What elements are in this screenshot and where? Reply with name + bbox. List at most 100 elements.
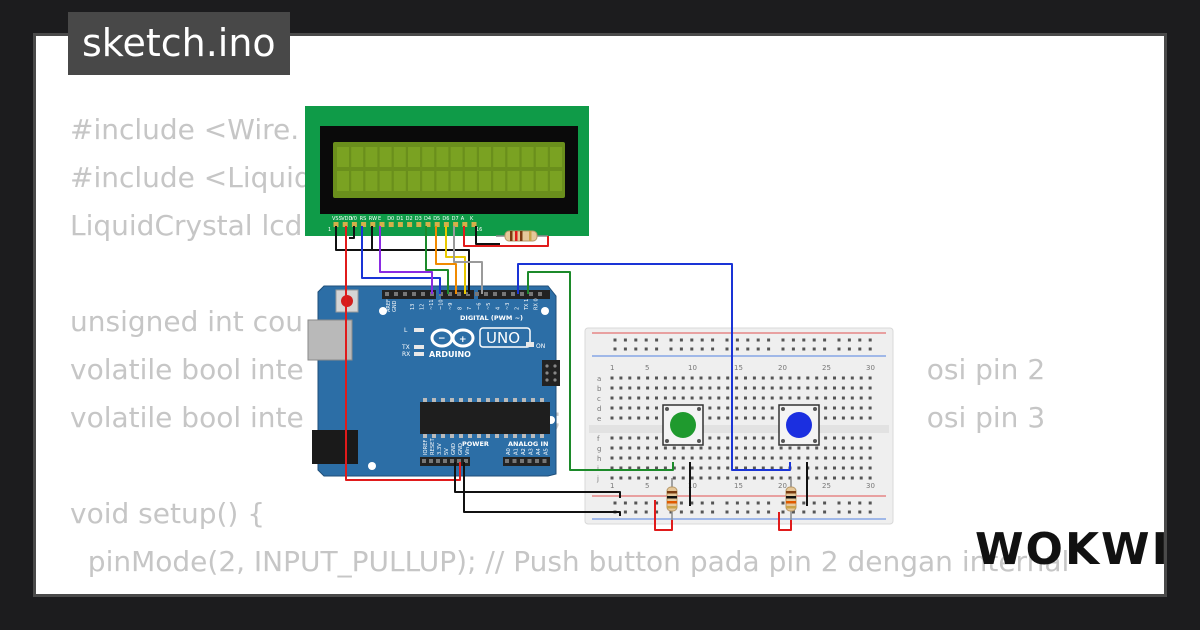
lcd-cell xyxy=(493,171,506,191)
header-pin[interactable] xyxy=(457,292,461,296)
lcd-pin[interactable] xyxy=(379,222,385,227)
lcd-pin[interactable] xyxy=(462,222,468,227)
wire-red-bb[interactable] xyxy=(654,500,673,531)
wire-red-backlight[interactable] xyxy=(463,226,549,247)
analog-pin[interactable] xyxy=(512,459,517,463)
power-pin[interactable] xyxy=(450,459,454,463)
tx-label: TX xyxy=(401,344,410,351)
lcd-pin[interactable] xyxy=(453,222,459,227)
header-pin[interactable] xyxy=(493,292,497,296)
lcd-cell xyxy=(436,147,449,167)
wire-black-v0[interactable] xyxy=(349,226,355,239)
lcd-pin[interactable] xyxy=(443,222,449,227)
wire-black-gnd-1[interactable] xyxy=(454,462,621,498)
lcd-pin[interactable] xyxy=(370,222,376,227)
header-pin[interactable] xyxy=(448,292,452,296)
power-pin-label: GND xyxy=(451,443,457,455)
analog-pin[interactable] xyxy=(527,459,532,463)
lcd-pin[interactable] xyxy=(388,222,394,227)
digital-pin-label: 7 xyxy=(467,307,473,310)
wire-red-5v[interactable] xyxy=(345,226,461,481)
resistor-1[interactable] xyxy=(666,478,678,520)
wire-orange-d5[interactable] xyxy=(435,226,457,294)
analog-pin[interactable] xyxy=(542,459,547,463)
header-pin[interactable] xyxy=(412,292,416,296)
header-pin[interactable] xyxy=(520,292,524,296)
power-pin[interactable] xyxy=(436,459,440,463)
wire-yellow-d6[interactable] xyxy=(445,226,466,294)
l-label: L xyxy=(404,327,408,334)
bb-col-number: 5 xyxy=(645,364,649,372)
header-pin[interactable] xyxy=(538,292,542,296)
lcd-pin[interactable] xyxy=(333,222,339,227)
lcd-pins[interactable] xyxy=(333,222,477,227)
digital-label: DIGITAL (PWM ~) xyxy=(460,314,523,322)
sketch-title[interactable]: sketch.ino xyxy=(68,12,290,75)
breadboard-holes xyxy=(610,376,872,480)
header-pin[interactable] xyxy=(502,292,506,296)
power-pin-label: Vin xyxy=(465,447,471,455)
wire-red-bb-2[interactable] xyxy=(778,512,792,531)
lcd-pin[interactable] xyxy=(342,222,348,227)
header-pin[interactable] xyxy=(511,292,515,296)
power-pin[interactable] xyxy=(422,459,426,463)
wire-black-gnd-2[interactable] xyxy=(463,462,621,516)
lcd-resistor[interactable] xyxy=(496,230,548,242)
header-pin[interactable] xyxy=(403,292,407,296)
power-pin[interactable] xyxy=(457,459,461,463)
bb-col-number: 20 xyxy=(778,482,787,490)
wire-blue-pin2[interactable] xyxy=(517,263,791,471)
button-cap-blue[interactable] xyxy=(786,412,812,438)
button-cap-green[interactable] xyxy=(670,412,696,438)
analog-pin[interactable] xyxy=(505,459,509,463)
digital-pin-label: 12 xyxy=(420,304,426,310)
lcd-cell xyxy=(351,147,364,167)
breadboard[interactable]: 1 5 10 15 20 25 30 1 5 10 15 20 25 30 a … xyxy=(584,327,894,525)
power-pin[interactable] xyxy=(443,459,447,463)
power-pin[interactable] xyxy=(429,459,433,463)
wire-gray-d7[interactable] xyxy=(453,226,483,294)
lcd-pin[interactable] xyxy=(425,222,431,227)
lcd-pin[interactable] xyxy=(397,222,403,227)
lcd-pin[interactable] xyxy=(471,222,477,227)
resistor-2[interactable] xyxy=(785,478,797,520)
wire-green-pin3[interactable] xyxy=(527,271,674,471)
header-pin[interactable] xyxy=(394,292,398,296)
analog-pin[interactable] xyxy=(520,459,524,463)
push-button-blue[interactable] xyxy=(778,404,820,446)
lcd-cell xyxy=(450,147,463,167)
header-pin[interactable] xyxy=(421,292,425,296)
header-pin[interactable] xyxy=(385,292,389,296)
lcd-pin[interactable] xyxy=(361,222,367,227)
code-line: #include <Wire. xyxy=(70,113,300,146)
wire-black-k[interactable] xyxy=(475,226,500,245)
power-pin[interactable] xyxy=(464,459,468,463)
aref-label: AREF xyxy=(386,299,392,312)
lcd-cell xyxy=(379,171,392,191)
wire-green-d4[interactable] xyxy=(425,226,449,294)
push-button-green[interactable] xyxy=(662,404,704,446)
l-led xyxy=(414,328,424,332)
wire-black-lcd[interactable] xyxy=(335,226,470,294)
lcd-pin[interactable] xyxy=(416,222,422,227)
header-pin[interactable] xyxy=(529,292,533,296)
code-line: unsigned int cou xyxy=(70,305,303,338)
header-pin[interactable] xyxy=(484,292,488,296)
bb-row-letter: h xyxy=(597,455,601,463)
lcd-pin[interactable] xyxy=(434,222,440,227)
header-pin[interactable] xyxy=(475,292,479,296)
digital-pin-label: TX 1 xyxy=(524,299,530,311)
wire-blue-rs[interactable] xyxy=(361,226,441,294)
usb-port xyxy=(307,319,353,361)
analog-pin[interactable] xyxy=(535,459,539,463)
bb-col-number: 1 xyxy=(610,364,614,372)
gnd-label: GND xyxy=(392,300,398,312)
lcd-pin[interactable] xyxy=(351,222,357,227)
lcd-cell xyxy=(550,171,562,191)
wire-purple-e[interactable] xyxy=(379,226,433,294)
lcd-pin[interactable] xyxy=(407,222,413,227)
